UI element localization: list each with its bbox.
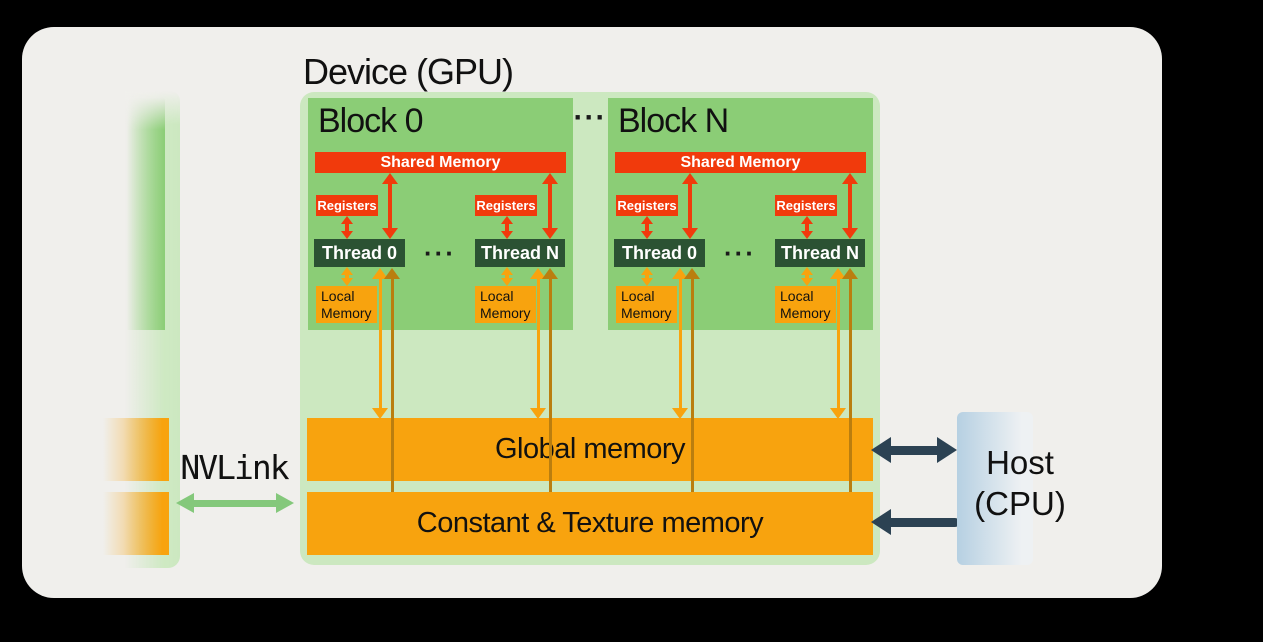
neighbor-gpu-block-fragment [127,97,165,330]
registers-thread-arrow [499,216,515,239]
shared-thread-arrow [682,173,698,239]
block-title: Block N [618,102,729,140]
registers: Registers [475,195,537,216]
blocks-ellipsis: ··· [573,101,607,134]
shared-memory: Shared Memory [315,152,566,173]
shared-thread-arrow [842,173,858,239]
thread-global-arrow [530,268,546,419]
host-constant-arrow [871,509,959,535]
thread-n: Thread N [775,239,865,267]
constant-thread-arrow [384,268,400,492]
registers: Registers [775,195,837,216]
thread-local-arrow [499,267,515,286]
threads-ellipsis: ··· [724,238,756,268]
local-memory: Local Memory [316,286,377,323]
shared-memory: Shared Memory [615,152,866,173]
host-cpu-box [957,412,1033,565]
device-gpu-label: Device (GPU) [303,51,514,92]
thread-global-arrow [372,268,388,419]
block-n: Block N Shared Memory Registers Register… [608,98,873,330]
registers-thread-arrow [639,216,655,239]
block-title: Block 0 [318,102,423,140]
thread-local-arrow [339,267,355,286]
registers-thread-arrow [799,216,815,239]
global-host-arrow [871,436,957,464]
block-0: Block 0 Shared Memory Registers Register… [308,98,573,330]
local-memory: Local Memory [475,286,536,323]
constant-texture-memory-bar: Constant & Texture memory [307,492,873,555]
thread-local-arrow [639,267,655,286]
host-label-line2: (CPU) [974,485,1066,522]
thread-n: Thread N [475,239,565,267]
thread-global-arrow [672,268,688,419]
registers-thread-arrow [339,216,355,239]
thread-global-arrow [830,268,846,419]
neighbor-gpu-constant-memory-fragment [103,492,169,555]
thread-0: Thread 0 [614,239,705,267]
threads-ellipsis: ··· [424,238,456,268]
constant-thread-arrow [684,268,700,492]
host-label-line1: Host [986,444,1054,481]
thread-local-arrow [799,267,815,286]
neighbor-gpu-global-memory-fragment [103,418,169,481]
shared-thread-arrow [382,173,398,239]
host-cpu-label: Host (CPU) [950,442,1090,524]
registers: Registers [316,195,378,216]
local-memory: Local Memory [616,286,677,323]
global-memory-bar: Global memory [307,418,873,481]
shared-thread-arrow [542,173,558,239]
thread-0: Thread 0 [314,239,405,267]
local-memory: Local Memory [775,286,836,323]
constant-thread-arrow [842,268,858,492]
registers: Registers [616,195,678,216]
nvlink-arrow [176,493,294,513]
nvlink-label: NVLink [180,448,289,487]
constant-thread-arrow [542,268,558,492]
